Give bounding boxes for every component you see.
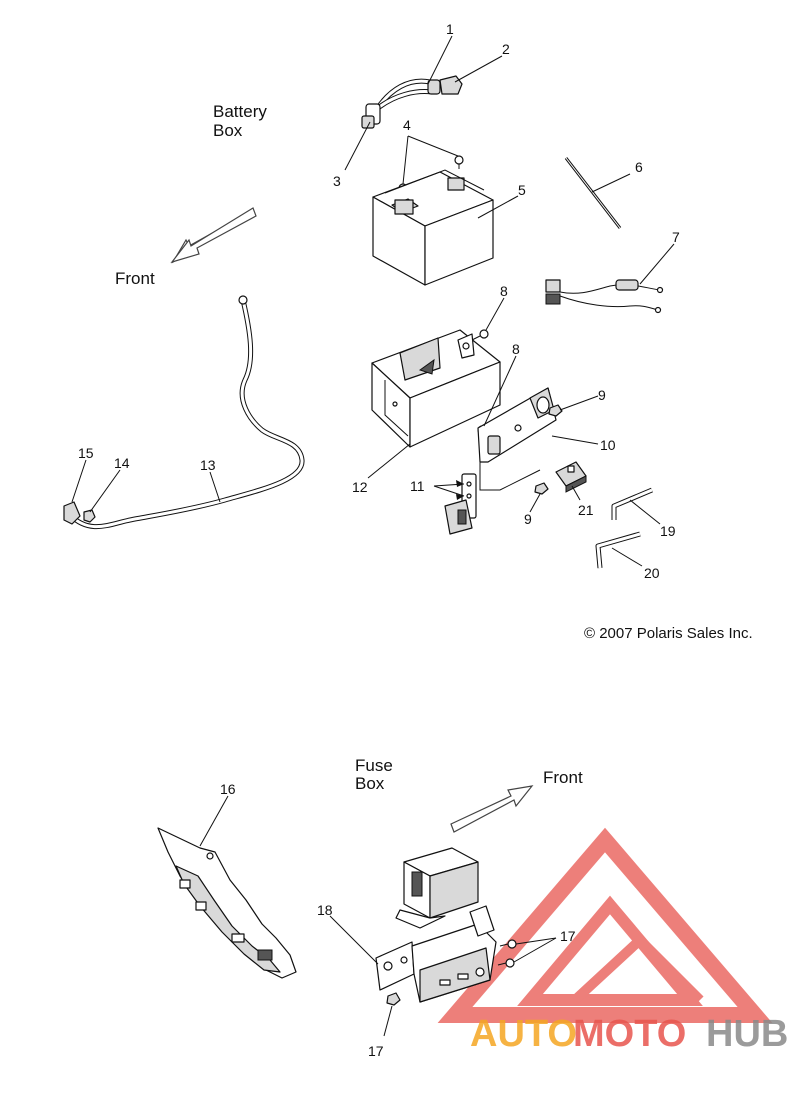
battery-box-label-line1: Battery bbox=[213, 102, 267, 121]
copyright-text: © 2007 Polaris Sales Inc. bbox=[584, 625, 753, 642]
callout-12: 12 bbox=[352, 479, 368, 495]
hex-key-19 bbox=[611, 487, 653, 520]
wire-harness-7 bbox=[545, 279, 664, 314]
front-arrow-top-shape bbox=[170, 207, 257, 264]
callout-7: 7 bbox=[672, 229, 680, 245]
cable-boot-15 bbox=[63, 501, 81, 525]
ground-cable-13 bbox=[67, 295, 305, 530]
callout-11: 11 bbox=[410, 478, 425, 494]
battery-tray-12 bbox=[371, 329, 501, 448]
front-arrow-bottom bbox=[450, 785, 534, 833]
strap-6 bbox=[564, 157, 622, 229]
watermark-moto: MOTO bbox=[573, 1013, 686, 1055]
callout-9b: 9 bbox=[524, 511, 532, 527]
callout-16: 16 bbox=[220, 781, 236, 797]
bolt-8a bbox=[471, 329, 489, 341]
battery-5 bbox=[372, 169, 494, 286]
front-label-bottom: Front bbox=[543, 768, 583, 787]
fuse-box-label-line2: Box bbox=[355, 774, 385, 793]
callout-17a: 17 bbox=[560, 928, 576, 944]
cover-panel-16 bbox=[157, 827, 297, 979]
watermark-logo bbox=[437, 827, 773, 1023]
callout-13: 13 bbox=[200, 457, 216, 473]
bracket-10 bbox=[477, 387, 557, 491]
nut-9b bbox=[534, 482, 549, 495]
cable-end-3 bbox=[361, 103, 381, 129]
fuse-box-label-line1: Fuse bbox=[355, 756, 393, 775]
fuse-box-module bbox=[395, 847, 479, 929]
leader-lines-bottom bbox=[199, 795, 557, 1037]
callout-9a: 9 bbox=[598, 387, 606, 403]
callout-19: 19 bbox=[660, 523, 676, 539]
callout-4: 4 bbox=[403, 117, 411, 133]
callout-2: 2 bbox=[502, 41, 510, 57]
battery-box-label-line2: Box bbox=[213, 121, 243, 140]
callout-3: 3 bbox=[333, 173, 341, 189]
nut-9a bbox=[548, 404, 563, 417]
callout-6: 6 bbox=[635, 159, 643, 175]
callout-18: 18 bbox=[317, 902, 333, 918]
watermark-auto: AUTO bbox=[470, 1013, 577, 1055]
callout-1: 1 bbox=[446, 21, 454, 37]
callout-8b: 8 bbox=[512, 341, 520, 357]
watermark-hub: HUB bbox=[706, 1013, 788, 1055]
leader-lines-top bbox=[71, 35, 675, 567]
fuse-21 bbox=[555, 461, 587, 493]
callout-17b: 17 bbox=[368, 1043, 384, 1059]
callout-5: 5 bbox=[518, 182, 526, 198]
fuse-holder-11 bbox=[444, 473, 477, 535]
watermark-text: AUTO MOTO HUB bbox=[470, 1013, 788, 1055]
hex-key-20 bbox=[595, 531, 641, 569]
nut-14 bbox=[83, 509, 96, 523]
front-label-top: Front bbox=[115, 269, 155, 288]
callout-14: 14 bbox=[114, 455, 130, 471]
callout-10: 10 bbox=[600, 437, 616, 453]
callout-8a: 8 bbox=[500, 283, 508, 299]
callout-20: 20 bbox=[644, 565, 660, 581]
callout-21: 21 bbox=[578, 502, 594, 518]
callout-15: 15 bbox=[78, 445, 94, 461]
fuse-bracket-18 bbox=[375, 905, 497, 1003]
bolts-17 bbox=[386, 939, 517, 1006]
cable-boot-2 bbox=[439, 75, 463, 95]
